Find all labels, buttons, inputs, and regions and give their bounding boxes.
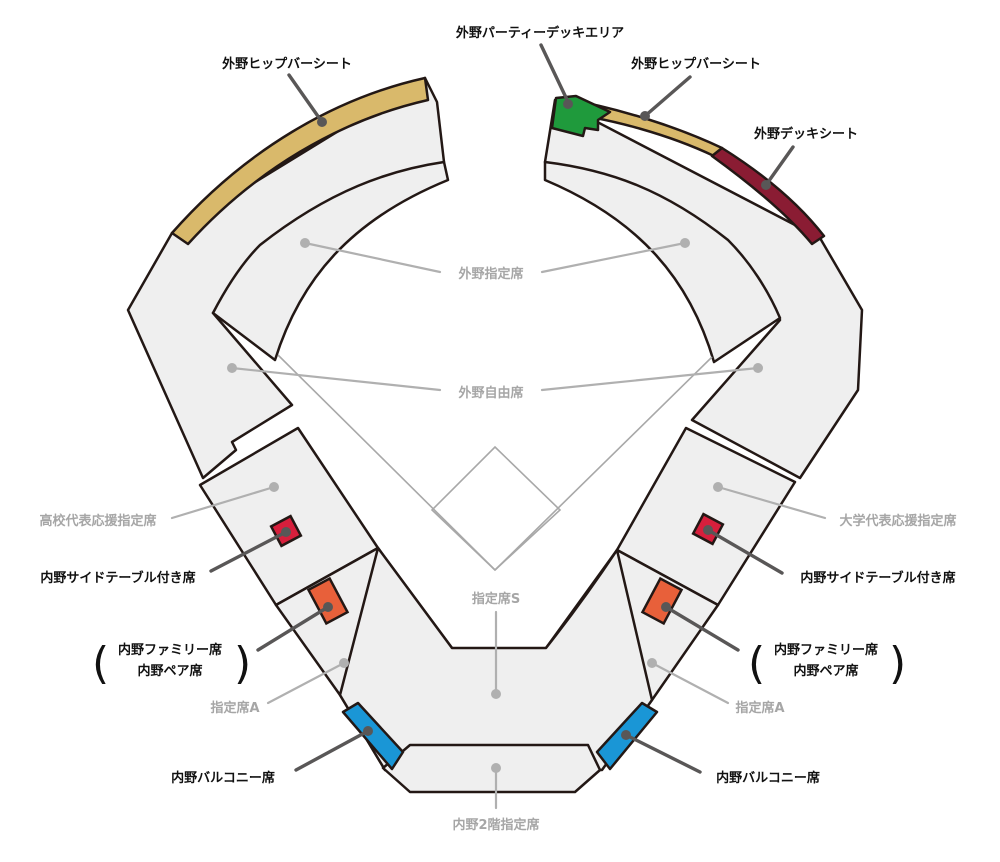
section-infield-family-left[interactable]	[306, 576, 350, 626]
label-hip-bar-right: 外野ヒップバーシート	[630, 56, 761, 72]
marker-outfield-free-right	[753, 363, 763, 373]
leader-outfield-free-right	[540, 366, 760, 392]
leader-balcony-left	[294, 729, 370, 772]
leader-outfield-reserved-left	[303, 241, 442, 274]
label-family-left: 内野ファミリー席	[118, 642, 222, 658]
label-infield-2f: 内野2階指定席	[452, 817, 539, 833]
section-outfield-deck-seat[interactable]	[710, 146, 826, 246]
label-outfield-free: 外野自由席	[457, 385, 523, 401]
leader-side-table-right	[706, 528, 784, 575]
marker-balcony-left	[363, 726, 373, 736]
leader-side-table-left	[209, 530, 288, 573]
foul-line-left	[277, 354, 496, 571]
leader-balcony-right	[624, 733, 702, 774]
leader-family-left	[256, 605, 330, 652]
marker-reserved-a-left	[339, 658, 349, 668]
paren-open-left: (	[92, 638, 109, 689]
paren-open-right: (	[748, 638, 765, 689]
label-reserved-s: 指定席S	[472, 591, 520, 607]
label-reserved-a-left: 指定席A	[210, 700, 259, 716]
paren-close-right: )	[889, 638, 906, 689]
section-outfield-reserved-right[interactable]	[543, 160, 782, 364]
marker-infield-2f	[491, 763, 501, 773]
section-outfield-free-left[interactable]	[126, 76, 446, 480]
label-deck-seat: 外野デッキシート	[753, 126, 858, 142]
marker-reserved-s	[491, 689, 501, 699]
section-outfield-hip-bar-left[interactable]	[170, 76, 430, 246]
label-balcony-left: 内野バルコニー席	[171, 770, 275, 786]
marker-family-left	[323, 602, 333, 612]
marker-hip-bar-right	[640, 111, 650, 121]
marker-outfield-reserved-left	[300, 238, 310, 248]
leader-deck-seat	[764, 145, 795, 187]
marker-outfield-free-left	[227, 363, 237, 373]
marker-outfield-party-deck	[563, 99, 573, 109]
label-side-table-left: 内野サイドテーブル付き席	[40, 570, 195, 586]
leader-outfield-party-deck	[539, 43, 572, 108]
foul-line-right	[494, 356, 713, 571]
section-infield-balcony-left[interactable]	[341, 701, 405, 771]
marker-univ-cheer	[713, 482, 723, 492]
label-balcony-right: 内野バルコニー席	[716, 770, 820, 786]
label-side-table-right: 内野サイドテーブル付き席	[800, 570, 955, 586]
section-infield-family-right[interactable]	[640, 576, 684, 626]
leader-hs-cheer	[170, 485, 276, 520]
leader-reserved-a-left	[266, 661, 346, 705]
label-hs-cheer: 高校代表応援指定席	[39, 513, 156, 529]
marker-side-table-left	[281, 527, 291, 537]
marker-hip-bar-left	[317, 117, 327, 127]
marker-hs-cheer	[269, 482, 279, 492]
label-pair-left: 内野ペア席	[137, 663, 202, 679]
paren-close-left: )	[234, 638, 251, 689]
leader-family-right	[664, 605, 740, 652]
marker-side-table-right	[703, 525, 713, 535]
label-family-right: 内野ファミリー席	[774, 642, 878, 658]
label-hip-bar-left: 外野ヒップバーシート	[221, 56, 352, 72]
label-outfield-reserved: 外野指定席	[457, 266, 523, 282]
marker-deck-seat	[761, 180, 771, 190]
marker-reserved-a-right	[647, 658, 657, 668]
leader-hip-bar-right	[643, 75, 692, 118]
leader-outfield-reserved-right	[540, 241, 687, 274]
label-univ-cheer: 大学代表応援指定席	[839, 513, 956, 529]
marker-outfield-reserved-right	[680, 238, 690, 248]
marker-balcony-right	[621, 730, 631, 740]
infield-diamond	[430, 445, 562, 572]
marker-family-right	[661, 602, 671, 612]
section-outfield-reserved-left[interactable]	[211, 160, 450, 362]
leader-reserved-a-right	[650, 661, 730, 705]
leader-outfield-free-left	[230, 366, 442, 392]
leader-hip-bar-left	[287, 73, 324, 124]
label-pair-right: 内野ペア席	[793, 663, 858, 679]
leader-univ-cheer	[716, 485, 827, 520]
label-reserved-a-right: 指定席A	[735, 700, 784, 716]
label-outfield-party-deck: 外野パーティーデッキエリア	[455, 25, 624, 41]
